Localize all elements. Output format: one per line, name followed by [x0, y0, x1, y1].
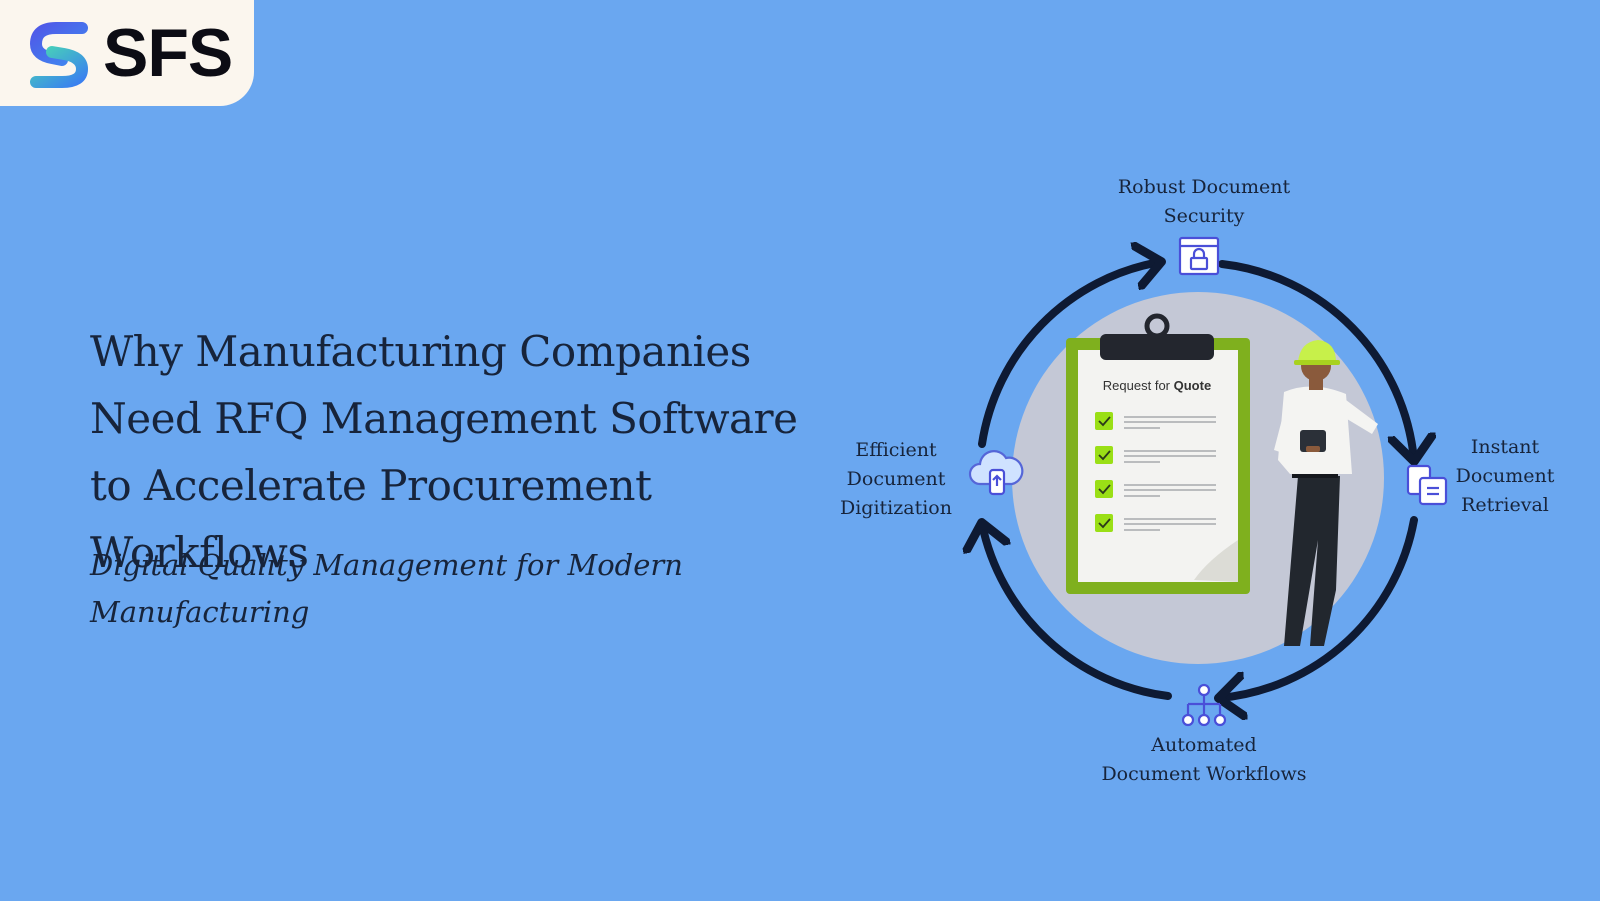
clipboard-title-prefix: Request for — [1103, 378, 1174, 393]
lock-window-icon — [1178, 236, 1220, 276]
page-title: Why Manufacturing Companies Need RFQ Man… — [90, 327, 798, 577]
worker-illustration — [1274, 340, 1378, 646]
arrow-retrieval-to-workflows — [1220, 516, 1418, 698]
brand-logo: SFS — [0, 0, 254, 106]
label-document-retrieval: Instant Document Retrieval — [1455, 436, 1555, 516]
label-document-security: Robust Document Security — [1117, 176, 1291, 227]
arrow-security-to-retrieval — [1218, 260, 1414, 460]
hierarchy-icon — [1181, 683, 1227, 727]
page-subtitle: Digital Quality Management for Modern Ma… — [90, 548, 683, 629]
cloud-upload-icon — [968, 450, 1024, 496]
arrow-workflows-to-digitization — [982, 524, 1172, 700]
clipboard-copy-icon — [1406, 464, 1448, 506]
brand-name: SFS — [103, 15, 233, 91]
svg-text:Request for Quote: Request for Quote — [1103, 378, 1211, 393]
label-document-digitization: Efficient Document Digitization — [840, 439, 952, 519]
sfs-logo-icon — [30, 22, 88, 88]
clipboard-illustration: Request for Quote — [1066, 313, 1250, 594]
clipboard-title-bold: Quote — [1174, 378, 1212, 393]
label-document-workflows: Automated Document Workflows — [1101, 734, 1307, 785]
arrow-digitization-to-security — [978, 262, 1160, 448]
